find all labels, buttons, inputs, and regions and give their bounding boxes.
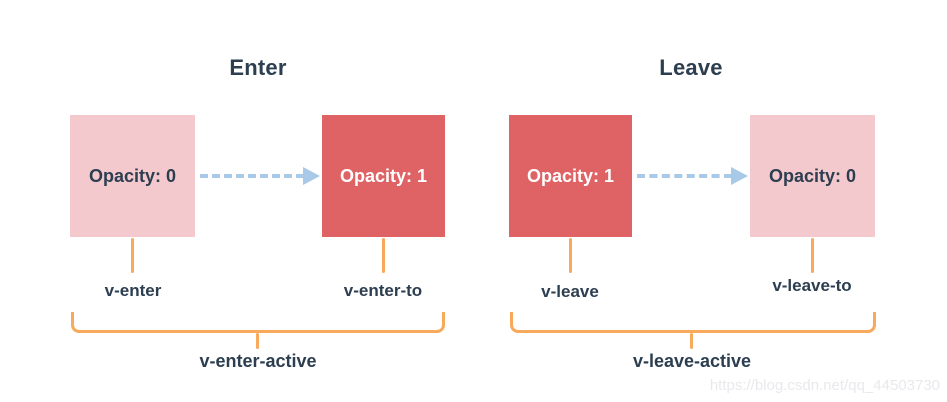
leave-active-bracket-stem (690, 333, 693, 349)
enter-to-box: Opacity: 1 (322, 115, 445, 237)
leave-to-box: Opacity: 0 (750, 115, 875, 237)
leave-from-connector (569, 238, 572, 273)
enter-to-connector (382, 238, 385, 273)
leave-arrow-head-icon (731, 167, 748, 185)
leave-from-class-label: v-leave (541, 282, 599, 301)
enter-to-box-label: Opacity: 1 (339, 165, 428, 186)
leave-from-box-label: Opacity: 1 (526, 165, 615, 186)
leave-to-class-label: v-leave-to (772, 276, 852, 295)
leave-to-box-label: Opacity: 0 (768, 165, 857, 186)
enter-title: Enter (229, 55, 287, 80)
leave-title: Leave (659, 55, 723, 80)
leave-from-box: Opacity: 1 (509, 115, 632, 237)
enter-from-box-label: Opacity: 0 (88, 165, 177, 186)
enter-from-class-label: v-enter (104, 281, 162, 300)
enter-active-class-label: v-enter-active (199, 351, 317, 371)
enter-arrow-head-icon (303, 167, 320, 185)
enter-dashed-arrow-line (200, 174, 304, 178)
leave-dashed-arrow-line (637, 174, 732, 178)
enter-active-bracket (71, 312, 445, 333)
leave-active-class-label: v-leave-active (632, 351, 752, 371)
csdn-watermark: https://blog.csdn.net/qq_44503730 (709, 377, 940, 394)
enter-from-box: Opacity: 0 (70, 115, 195, 237)
leave-active-bracket (510, 312, 876, 333)
enter-to-class-label: v-enter-to (343, 281, 423, 300)
enter-active-bracket-stem (256, 333, 259, 349)
leave-to-connector (811, 238, 814, 273)
enter-from-connector (131, 238, 134, 273)
